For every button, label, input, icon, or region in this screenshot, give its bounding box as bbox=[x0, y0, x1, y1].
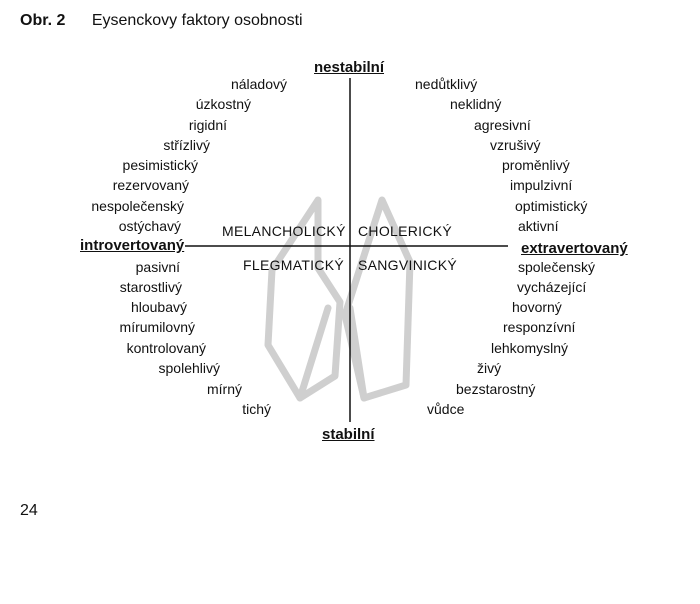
trait-label: bezstarostný bbox=[456, 381, 536, 397]
watermark-shape bbox=[264, 196, 414, 402]
pole-introverted: introvertovaný bbox=[80, 237, 185, 254]
page-number: 24 bbox=[20, 502, 38, 519]
trait-label: hloubavý bbox=[130, 299, 187, 315]
trait-label: nespolečenský bbox=[91, 198, 184, 214]
trait-label: hovorný bbox=[512, 299, 562, 315]
figure-caption: Obr. 2 Eysenckovy faktory osobnosti bbox=[20, 12, 303, 30]
trait-label: mírný bbox=[207, 381, 242, 397]
trait-label: kontrolovaný bbox=[126, 340, 206, 356]
trait-label: starostlivý bbox=[119, 279, 182, 295]
trait-label: neklidný bbox=[450, 96, 502, 112]
trait-label: pasivní bbox=[135, 259, 180, 275]
trait-label: proměnlivý bbox=[502, 157, 570, 173]
trait-label: rezervovaný bbox=[112, 177, 189, 193]
trait-label: mírumilovný bbox=[119, 319, 195, 335]
trait-label: lehkomyslný bbox=[491, 340, 569, 356]
trait-label: impulzivní bbox=[510, 177, 573, 193]
trait-label: nedůtklivý bbox=[415, 76, 478, 92]
trait-label: střízlivý bbox=[163, 137, 210, 153]
figure-number: Obr. 2 bbox=[20, 12, 66, 29]
trait-label: aktivní bbox=[518, 218, 559, 234]
trait-label: tichý bbox=[242, 401, 271, 417]
trait-label: spolehlivý bbox=[158, 360, 220, 376]
trait-label: ostýchavý bbox=[118, 218, 181, 234]
pole-stable: stabilní bbox=[322, 426, 375, 443]
trait-label: vzrušivý bbox=[490, 137, 541, 153]
trait-label: společenský bbox=[518, 259, 596, 275]
trait-label: vůdce bbox=[427, 401, 465, 417]
trait-label: rigidní bbox=[188, 117, 227, 133]
temperament-phlegmatic: FLEGMATICKÝ bbox=[243, 257, 345, 273]
figure-title: Eysenckovy faktory osobnosti bbox=[91, 12, 303, 29]
trait-label: pesimistický bbox=[122, 157, 198, 173]
trait-label: responzívní bbox=[503, 319, 576, 335]
trait-label: agresivní bbox=[474, 117, 531, 133]
trait-label: náladový bbox=[230, 76, 287, 92]
temperament-choleric: CHOLERICKÝ bbox=[358, 223, 453, 239]
pole-unstable: nestabilní bbox=[314, 59, 385, 76]
trait-label: živý bbox=[477, 360, 502, 376]
trait-label: úzkostný bbox=[195, 96, 251, 112]
pole-extraverted: extravertovaný bbox=[521, 240, 628, 257]
trait-label: optimistický bbox=[515, 198, 588, 214]
trait-label: vycházející bbox=[517, 279, 587, 295]
temperament-melancholic: MELANCHOLICKÝ bbox=[222, 223, 346, 239]
temperament-sanguine: SANGVINICKÝ bbox=[358, 257, 457, 273]
